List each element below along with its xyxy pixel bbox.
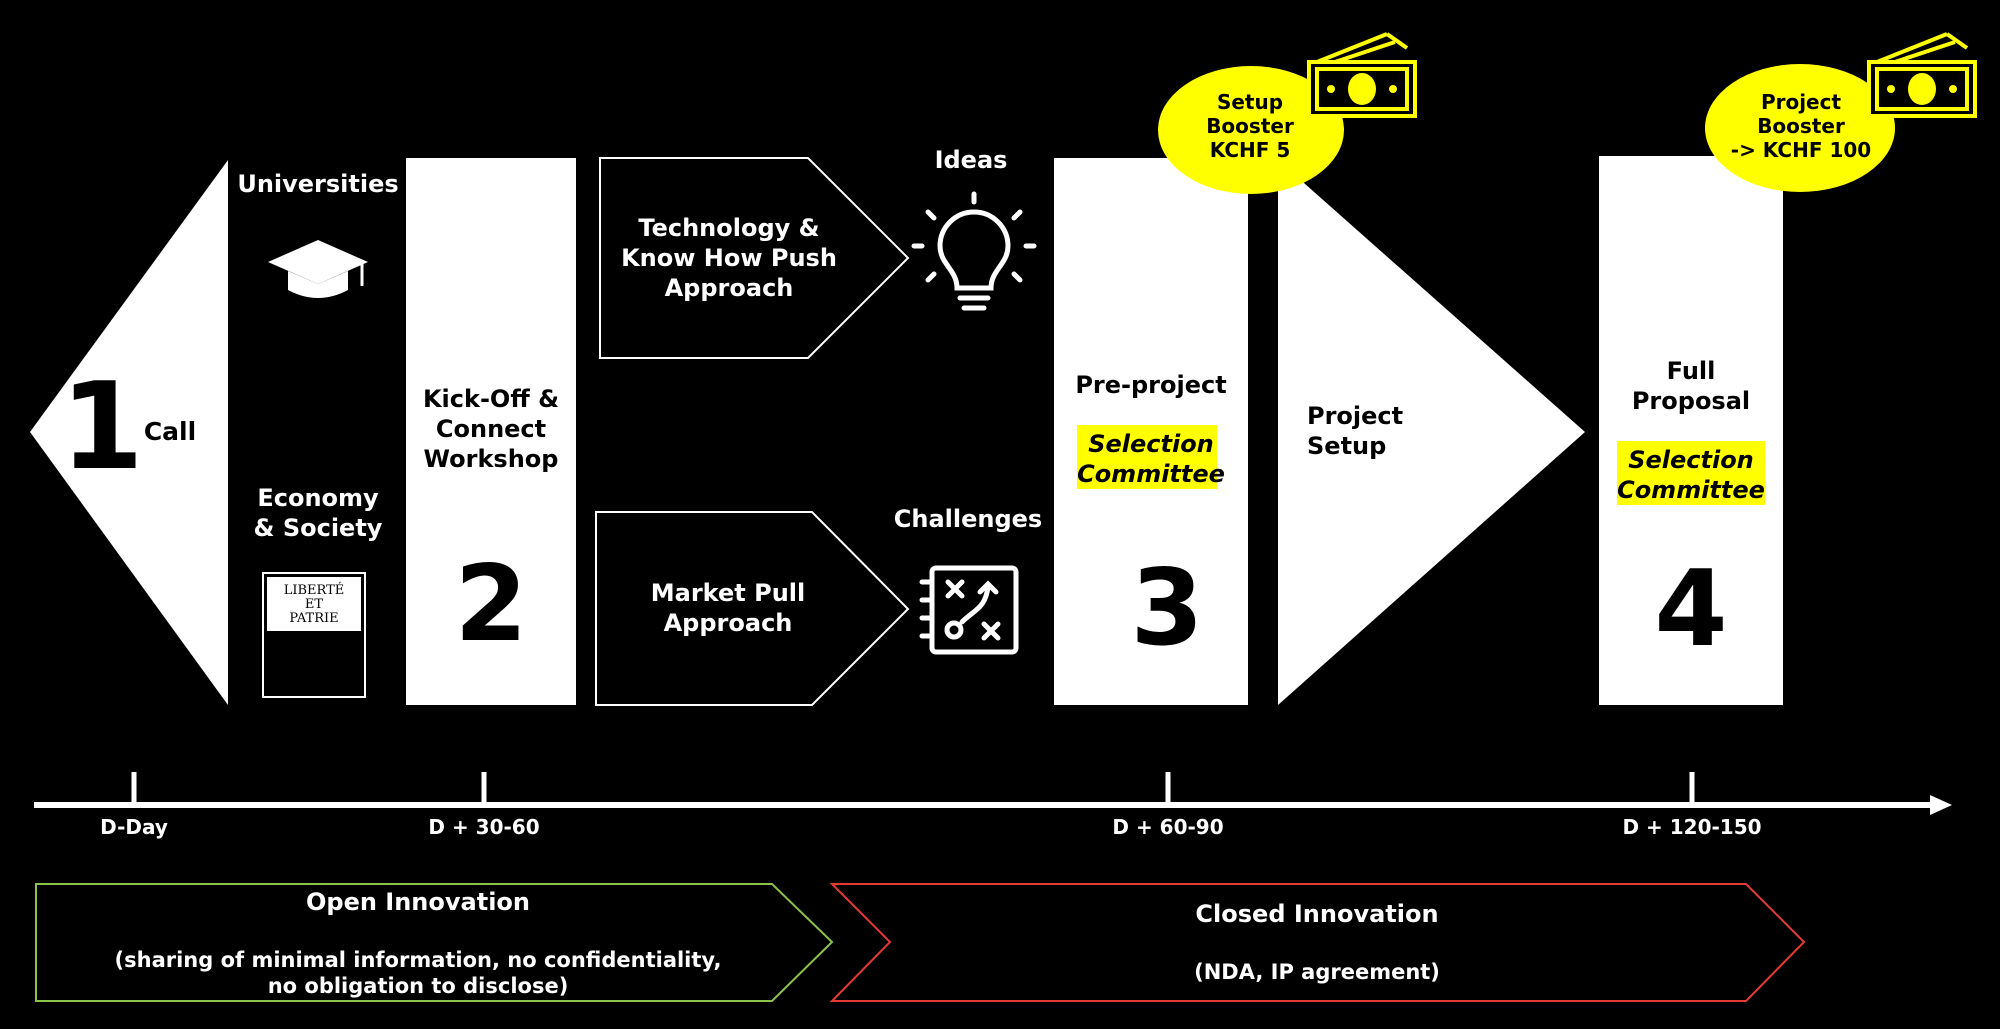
open-innovation-phase: Open Innovation (sharing of minimal info… [35,883,834,1002]
step2-title-line2: Connect [436,415,546,443]
step3-committee-line1: Selection [1088,430,1214,458]
lightbulb-icon [911,191,1037,311]
tech-push-approach: Technology & Know How Push Approach [599,157,910,359]
universities-label: Universities [237,170,398,198]
money-icon [1867,32,1977,118]
economy-label-line2: & Society [254,514,383,542]
money-icon [1307,32,1417,118]
step2-title-line3: Workshop [424,445,559,473]
open-innovation-line2: no obligation to disclose) [268,974,569,998]
strategy-board-icon [919,565,1019,655]
ideas-label: Ideas [935,146,1008,174]
step4-committee-line2: Committee [1617,476,1765,504]
market-label-line1: Market Pull [651,579,805,607]
setup-booster-badge: Setup Booster KCHF 5 [1158,66,1344,194]
setup-booster-line2: Booster [1206,114,1294,138]
step2-number: 2 [454,543,527,665]
challenges-label: Challenges [894,505,1042,533]
emblem-line1: LIBERTÉ [284,582,345,598]
sources-column: Universities Economy & Society LIBERTÉ E… [237,170,399,698]
market-pull-approach: Market Pull Approach [595,511,910,706]
timeline-arrowhead [1930,795,1952,815]
step3-committee-highlight [1077,425,1217,489]
timeline-label-d30-60: D + 30-60 [428,815,539,839]
tech-label-line2: Know How Push [621,244,837,272]
project-setup: Project Setup [1278,160,1585,705]
step3-committee-line2: Committee [1077,460,1225,488]
project-setup-line1: Project [1307,402,1403,430]
closed-innovation-line1: (NDA, IP agreement) [1194,960,1440,984]
step4-title-line2: Proposal [1632,387,1750,415]
project-booster-line1: Project [1761,90,1842,114]
step1-number: 1 [60,358,144,497]
open-innovation-line1: (sharing of minimal information, no conf… [115,948,722,972]
step1-label: Call [144,417,196,446]
closed-innovation-title: Closed Innovation [1195,900,1438,928]
graduation-cap-icon [268,240,368,298]
step1-arrow-shape [30,160,228,705]
project-booster-line3: -> KCHF 100 [1731,138,1871,162]
step2-title-line1: Kick-Off & [423,385,559,413]
timeline: D-Day D + 30-60 D + 60-90 D + 120-150 [34,772,1952,839]
step2-kickoff: Kick-Off & Connect Workshop 2 [406,158,576,705]
economy-label-line1: Economy [257,484,379,512]
tech-label-line1: Technology & [638,214,819,242]
setup-booster-line3: KCHF 5 [1210,138,1291,162]
tech-label-line3: Approach [665,274,794,302]
timeline-label-dday: D-Day [100,815,168,839]
closed-innovation-phase: Closed Innovation (NDA, IP agreement) [829,883,1806,1002]
liberte-emblem-icon: LIBERTÉ ET PATRIE [262,572,366,698]
project-setup-arrow-shape [1278,160,1585,705]
step3-number: 3 [1130,547,1203,669]
step4-panel [1599,156,1783,705]
step3-title: Pre-project [1075,371,1226,399]
step4-full-proposal: Full Proposal Selection Committee 4 [1599,156,1783,705]
step4-committee-highlight [1617,441,1765,505]
project-setup-line2: Setup [1307,432,1386,460]
project-booster-line2: Booster [1757,114,1845,138]
emblem-line2: ET [305,597,323,612]
setup-booster-line1: Setup [1217,90,1283,114]
market-label-line2: Approach [664,609,793,637]
step3-preproject: Pre-project Selection Committee 3 [1054,158,1248,705]
step4-title-line1: Full [1667,357,1716,385]
timeline-label-d60-90: D + 60-90 [1112,815,1223,839]
step4-committee-line1: Selection [1628,446,1754,474]
open-innovation-title: Open Innovation [306,888,530,916]
project-booster-badge: Project Booster -> KCHF 100 [1705,64,1895,192]
emblem-line3: PATRIE [289,611,338,626]
step1-call: 1 Call [30,160,228,705]
step4-number: 4 [1654,548,1727,670]
step2-panel [406,158,576,705]
timeline-label-d120-150: D + 120-150 [1622,815,1761,839]
